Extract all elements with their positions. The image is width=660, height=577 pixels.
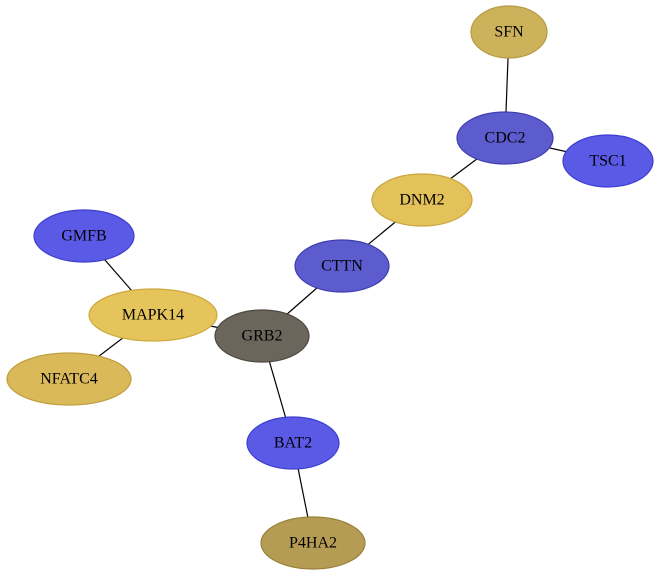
node-ellipse — [6, 352, 132, 406]
node-label: TSC1 — [589, 153, 626, 170]
node-ellipse — [214, 309, 310, 363]
node-p4ha2[interactable]: P4HA2 — [260, 516, 366, 570]
node-cttn[interactable]: CTTN — [294, 239, 390, 293]
node-label: DNM2 — [399, 192, 444, 209]
node-cdc2[interactable]: CDC2 — [456, 111, 554, 165]
node-label: MAPK14 — [122, 307, 184, 324]
node-ellipse — [456, 111, 554, 165]
node-ellipse — [260, 516, 366, 570]
node-sfn[interactable]: SFN — [470, 5, 548, 59]
node-ellipse — [33, 209, 135, 263]
node-label: P4HA2 — [289, 535, 337, 552]
node-grb2[interactable]: GRB2 — [214, 309, 310, 363]
node-ellipse — [470, 5, 548, 59]
node-ellipse — [294, 239, 390, 293]
node-ellipse — [371, 173, 473, 227]
node-label: NFATC4 — [40, 371, 98, 388]
node-label: CTTN — [321, 258, 363, 275]
node-label: SFN — [494, 24, 524, 41]
node-bat2[interactable]: BAT2 — [246, 416, 340, 470]
node-label: CDC2 — [485, 130, 526, 147]
node-gmfb[interactable]: GMFB — [33, 209, 135, 263]
node-ellipse — [88, 288, 218, 342]
node-nfatc4[interactable]: NFATC4 — [6, 352, 132, 406]
node-ellipse — [562, 134, 654, 188]
node-tsc1[interactable]: TSC1 — [562, 134, 654, 188]
node-label: GRB2 — [242, 328, 283, 345]
node-label: GMFB — [61, 228, 106, 245]
node-label: BAT2 — [274, 435, 312, 452]
node-dnm2[interactable]: DNM2 — [371, 173, 473, 227]
node-ellipse — [246, 416, 340, 470]
node-mapk14[interactable]: MAPK14 — [88, 288, 218, 342]
